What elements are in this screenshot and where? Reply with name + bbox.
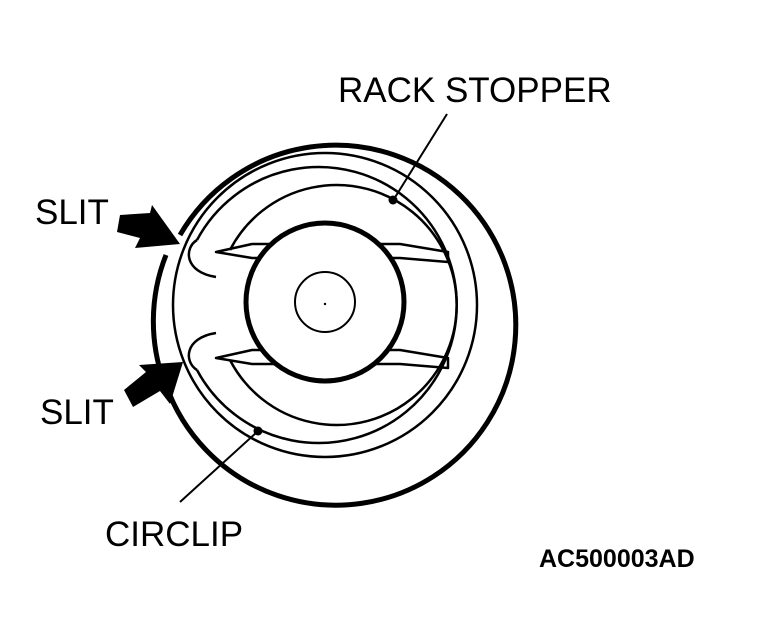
center-point: [323, 302, 327, 306]
slit-lower-label: SLIT: [40, 393, 114, 432]
circlip-leader-dot: [253, 426, 263, 436]
rack-stopper-ring: [171, 151, 479, 459]
rack-shaft: [243, 220, 407, 384]
circlip-inner-edge: [228, 183, 458, 427]
circlip-label: CIRCLIP: [105, 515, 243, 554]
outer-housing-ring: [163, 142, 519, 508]
slit-lower-arrow-icon: [124, 362, 183, 407]
circlip-lower-end: [187, 331, 217, 372]
rack-stopper-leader: [393, 113, 448, 200]
leaders: [179, 113, 448, 503]
rack-stopper-label: RACK STOPPER: [338, 71, 612, 110]
housing-assembly: [150, 142, 519, 508]
circlip-leader: [179, 431, 258, 503]
circlip-upper-end: [187, 238, 217, 279]
rack-stopper-leader-dot: [388, 195, 398, 205]
rack-center-bore: [294, 271, 356, 333]
figure-code: AC500003AD: [539, 545, 695, 573]
slit-upper-label: SLIT: [35, 193, 109, 232]
slit-upper-arrow-icon: [117, 205, 180, 248]
